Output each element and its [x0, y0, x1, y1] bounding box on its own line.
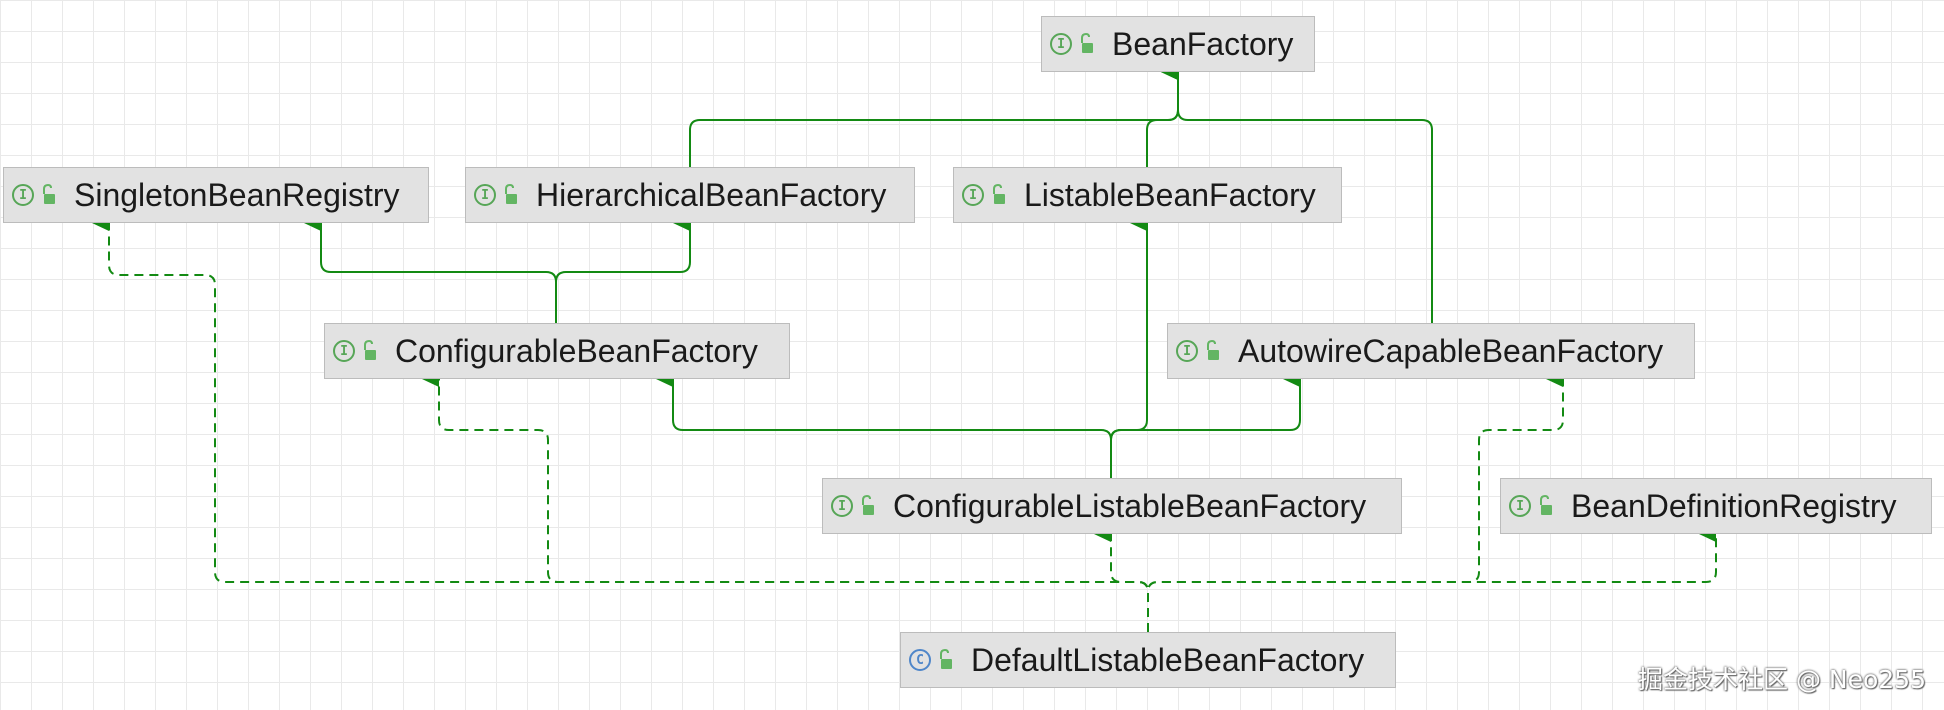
node-BeanFactory[interactable]: I BeanFactory: [1041, 16, 1315, 72]
interface-icon: I: [962, 184, 984, 206]
extends-edge-ConfigurableBeanFactory-to-SingletonBeanRegistry: [304, 215, 557, 323]
extends-edge-AutowireCapableBeanFactory-to-BeanFactory: [1161, 64, 1433, 323]
public-lock-icon: [862, 494, 874, 515]
interface-icon: I: [1176, 340, 1198, 362]
node-AutowireCapableBeanFactory[interactable]: I AutowireCapableBeanFactory: [1167, 323, 1695, 379]
node-SingletonBeanRegistry[interactable]: I SingletonBeanRegistry: [3, 167, 429, 223]
inheritance-edges: [92, 64, 1717, 632]
node-label: DefaultListableBeanFactory: [971, 641, 1365, 678]
public-lock-icon: [1081, 32, 1093, 53]
extends-edge-ConfigurableListableBeanFactory-to-AutowireCapableBeanFactory: [1110, 371, 1301, 478]
interface-icon: I: [333, 340, 355, 362]
public-lock-icon: [940, 648, 952, 669]
implements-edge-DefaultListableBeanFactory-to-AutowireCapableBeanFactory: [1147, 371, 1564, 632]
public-lock-icon: [505, 183, 517, 204]
node-BeanDefinitionRegistry[interactable]: I BeanDefinitionRegistry: [1500, 478, 1932, 534]
node-label: BeanFactory: [1112, 25, 1294, 62]
node-ConfigurableBeanFactory[interactable]: I ConfigurableBeanFactory: [324, 323, 790, 379]
node-label: BeanDefinitionRegistry: [1571, 487, 1897, 524]
extends-edge-ConfigurableBeanFactory-to-HierarchicalBeanFactory: [555, 215, 691, 323]
extends-edge-ListableBeanFactory-to-BeanFactory: [1146, 64, 1179, 167]
public-lock-icon: [43, 183, 55, 204]
node-label: HierarchicalBeanFactory: [536, 176, 887, 213]
node-label: ConfigurableBeanFactory: [395, 332, 758, 369]
interface-icon: I: [1050, 33, 1072, 55]
extends-edge-ConfigurableListableBeanFactory-to-ConfigurableBeanFactory: [656, 371, 1112, 478]
public-lock-icon: [364, 339, 376, 360]
interface-icon: I: [12, 184, 34, 206]
public-lock-icon: [1540, 494, 1552, 515]
node-label: SingletonBeanRegistry: [74, 176, 400, 213]
node-ListableBeanFactory[interactable]: I ListableBeanFactory: [953, 167, 1342, 223]
class-icon: C: [909, 649, 931, 671]
interface-icon: I: [1509, 495, 1531, 517]
interface-icon: I: [474, 184, 496, 206]
node-HierarchicalBeanFactory[interactable]: I HierarchicalBeanFactory: [465, 167, 915, 223]
extends-edge-HierarchicalBeanFactory-to-BeanFactory: [689, 64, 1179, 167]
public-lock-icon: [993, 183, 1005, 204]
implements-edge-DefaultListableBeanFactory-to-SingletonBeanRegistry: [92, 215, 1149, 632]
interface-icon: I: [831, 495, 853, 517]
public-lock-icon: [1207, 339, 1219, 360]
node-label: AutowireCapableBeanFactory: [1238, 332, 1664, 369]
implements-edge-DefaultListableBeanFactory-to-ConfigurableBeanFactory: [422, 371, 1149, 632]
node-DefaultListableBeanFactory[interactable]: C DefaultListableBeanFactory: [900, 632, 1396, 688]
node-ConfigurableListableBeanFactory[interactable]: I ConfigurableListableBeanFactory: [822, 478, 1402, 534]
node-label: ListableBeanFactory: [1024, 176, 1316, 213]
node-label: ConfigurableListableBeanFactory: [893, 487, 1367, 524]
watermark: 掘金技术社区 @ Neo255: [1638, 665, 1926, 694]
extends-edge-ConfigurableListableBeanFactory-to-ListableBeanFactory: [1110, 215, 1148, 478]
